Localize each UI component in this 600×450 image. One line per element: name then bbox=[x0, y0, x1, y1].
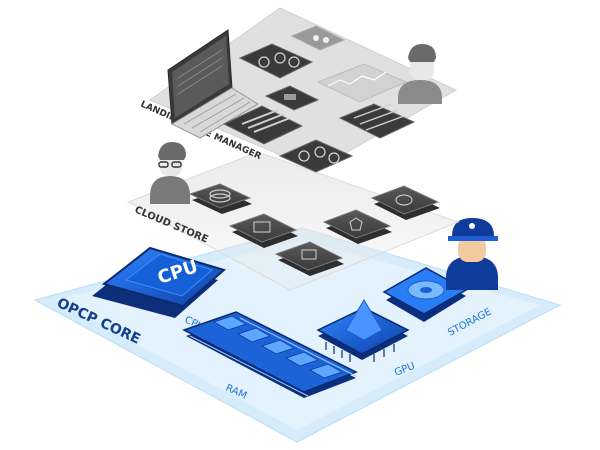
dashboard-tile-gauges bbox=[238, 43, 314, 79]
dashboard-tile-card bbox=[264, 85, 320, 111]
cloud-store-tile-kubernetes bbox=[322, 209, 392, 244]
landing-zone-layer: LANDING ZONE MANAGER bbox=[139, 7, 458, 173]
gpu-chip-icon bbox=[316, 299, 410, 362]
user-with-glasses-icon bbox=[150, 142, 190, 204]
admin-person-icon bbox=[398, 44, 442, 104]
cloud-store-tile-monitor bbox=[274, 241, 344, 276]
cloud-store-tile-settings bbox=[228, 213, 298, 248]
dashboard-tile-dials bbox=[278, 139, 354, 173]
dashboard-tile-sliders bbox=[338, 103, 416, 139]
cloud-store-tile-database bbox=[188, 183, 252, 214]
cpu-chip-icon: CPU bbox=[92, 246, 227, 318]
engineer-person-icon bbox=[446, 218, 498, 290]
laptop-icon bbox=[167, 29, 259, 139]
dashboard-tile-small bbox=[290, 25, 346, 51]
dashboard-tile-bars bbox=[222, 105, 304, 145]
cloud-store-tile-cloud bbox=[370, 185, 440, 220]
ram-module-icon bbox=[182, 311, 358, 398]
dashboard-tile-graph bbox=[316, 63, 408, 103]
